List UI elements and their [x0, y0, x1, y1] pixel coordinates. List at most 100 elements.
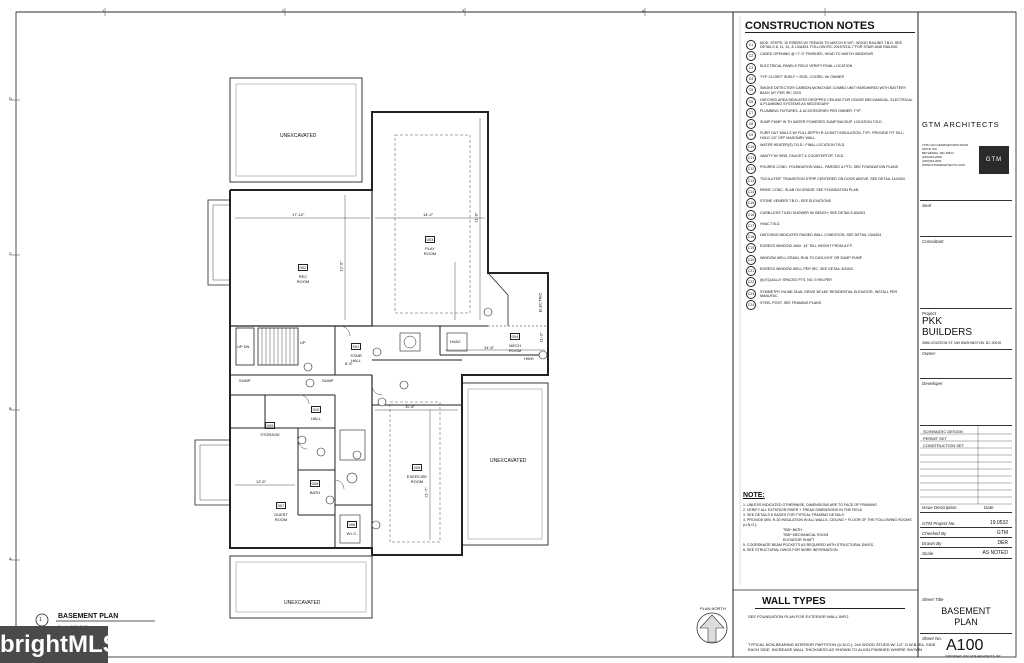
- note-text: (6) EQUALLY SPACED PTS. NO. 5 HELPER: [760, 278, 832, 283]
- note-number-badge: C7: [746, 107, 756, 118]
- note-number-badge: C21: [746, 266, 756, 276]
- seal-label: Seal: [922, 203, 932, 208]
- wall-types-underline: [755, 608, 905, 609]
- drawn-by-label: Drawn By: [922, 541, 942, 546]
- room-storage: 009 STORAGE: [250, 414, 290, 437]
- tag-sump-2: SUMP: [322, 378, 334, 383]
- tag-sump-1: SUMP: [239, 378, 251, 383]
- general-note: 3. SEE DETAILS 8 SAGES FOR TYPICAL FRAMI…: [743, 513, 844, 517]
- grid-side-b: B: [9, 406, 12, 411]
- room-name: STORAGE: [260, 432, 280, 437]
- plan-marker-number: 1: [39, 617, 42, 623]
- issue-2: PERMIT SET: [923, 436, 947, 441]
- brightmls-watermark: brightMLS: [0, 626, 119, 663]
- room-wic: 006 W.I.C.: [341, 513, 363, 536]
- tb-divider: [920, 537, 1012, 538]
- sheet-title-label: Sheet Title: [922, 597, 944, 602]
- plan-north-label: PLAN NORTH: [700, 606, 726, 611]
- note-text: POURED CONC. FOUNDATION WALL, PARGED & P…: [760, 165, 899, 170]
- room-number: 001: [350, 343, 362, 350]
- note-text: EGRESS WINDOW, MAX. 44" SILL HEIGHT FROM…: [760, 244, 853, 249]
- project-label: Project: [922, 311, 937, 316]
- note-text: ELECTRICAL PANELS FIELD VERIFY FINAL LOC…: [760, 63, 853, 68]
- tb-divider: [920, 236, 1012, 237]
- general-note: ELEVATOR SHAFT: [783, 538, 815, 542]
- room-number: 006: [346, 521, 358, 528]
- room-name: GUEST: [274, 512, 288, 517]
- room-number: 010: [310, 406, 322, 413]
- tag-hvac: HVAC: [450, 339, 461, 344]
- room-name-2: ROOM: [508, 348, 522, 353]
- grid-top-3: 3: [462, 8, 465, 13]
- tag-hwh: HWH: [524, 356, 534, 361]
- issue-3: CONSTRUCTION SET: [923, 443, 965, 448]
- dim-rec-width: 17'-10": [292, 212, 305, 217]
- general-note: 5. COORDINATE BEAM POCKETS AS REQUIRED W…: [743, 543, 874, 547]
- plan-title: BASEMENT PLAN: [58, 613, 119, 620]
- note-text: HVAC T.B.D.: [760, 221, 781, 226]
- copyright: COPYRIGHT, 2016 GTM ARCHITECTS, INC.: [945, 654, 1002, 658]
- basement-floor-plan: [35, 77, 728, 644]
- note-number-badge: C14: [746, 186, 756, 197]
- sheet-number: A100: [946, 637, 984, 654]
- room-name: HALL: [310, 416, 321, 421]
- room-number: 009: [264, 422, 276, 429]
- firm-name: GTM ARCHITECTS: [922, 120, 1000, 129]
- gtm-project-value: 19.0532: [989, 520, 1008, 526]
- wall-types-detail-1: TYPICAL NON-BEARING INTERIOR PARTITION (…: [748, 642, 937, 647]
- note-text: STONE VENEER T.B.D.; SEE ELEVATIONS: [760, 199, 832, 204]
- gtm-project-label: GTM Project No.: [922, 521, 956, 526]
- note-text: EGRESS WINDOW WELL PER IRC. SEE DETAIL 5…: [760, 267, 853, 271]
- note-text: "SCHLUTER" TRANSITION STRIP CENTERED ON …: [760, 176, 905, 181]
- issue-1: SCHEMATIC DESIGN: [923, 429, 963, 434]
- note-number-badge: C12: [746, 164, 756, 175]
- construction-note: C12 POURED CONC. FOUNDATION WALL, PARGED …: [746, 164, 916, 175]
- note-number-badge: C5: [746, 85, 756, 96]
- project-name-2: BUILDERS: [922, 327, 973, 338]
- room-mech: 004 MECH ROOM: [502, 325, 528, 353]
- scale-value: AS NOTED: [982, 550, 1008, 556]
- tag-up-dn: UP DN: [237, 344, 250, 349]
- room-guest: 007 GUEST ROOM: [266, 494, 296, 522]
- room-number: 007: [275, 502, 287, 509]
- tb-divider: [920, 633, 1012, 634]
- note-number-badge: C15: [746, 198, 756, 209]
- construction-note: C21 EGRESS WINDOW WELL PER IRC. SEE DETAI…: [746, 266, 916, 276]
- general-notes-title: NOTE:: [743, 492, 765, 499]
- dim-exercise-depth: 21'-7": [423, 487, 429, 498]
- wall-types-note: SEE FOUNDATION PLAN FOR EXTERIOR WALL IN…: [748, 614, 849, 619]
- general-note: TBD* BATH: [783, 528, 802, 532]
- room-number: 005: [411, 464, 423, 471]
- sheet-title-line-2: PLAN: [954, 617, 978, 627]
- consultant-label: Consultant: [922, 239, 944, 244]
- room-name: BATH: [309, 490, 321, 495]
- room-name-2: ROOM: [410, 479, 424, 484]
- general-note: 2. VERIFY ALL EXTERIOR RISER + TREAD DIM…: [743, 508, 863, 512]
- room-number: 003: [424, 236, 436, 243]
- dim-exercise-width: 11'-6": [405, 404, 415, 409]
- construction-note: C22(6) EQUALLY SPACED PTS. NO. 5 HELPER: [746, 277, 916, 288]
- tb-divider: [920, 349, 1012, 350]
- note-text: STEEL POST, SEE FRAMING PLANS: [760, 300, 822, 305]
- dim-rec-depth: 12'-0": [338, 261, 344, 272]
- dim-hall-width: 8'-5": [345, 361, 353, 366]
- note-number-badge: C16: [746, 209, 756, 220]
- dim-mech-depth: 11'-3": [538, 332, 544, 343]
- room-name: REC: [298, 274, 308, 279]
- grid-top-4: 4: [642, 8, 645, 13]
- grid-side-c: C: [9, 251, 12, 256]
- note-text: VANITY W/ SINK, FAUCET & COUNTERTOP, T.B…: [760, 154, 845, 158]
- note-number-badge: C6: [746, 96, 756, 107]
- grid-top-2: 2: [282, 8, 285, 13]
- room-number: 008: [309, 480, 321, 487]
